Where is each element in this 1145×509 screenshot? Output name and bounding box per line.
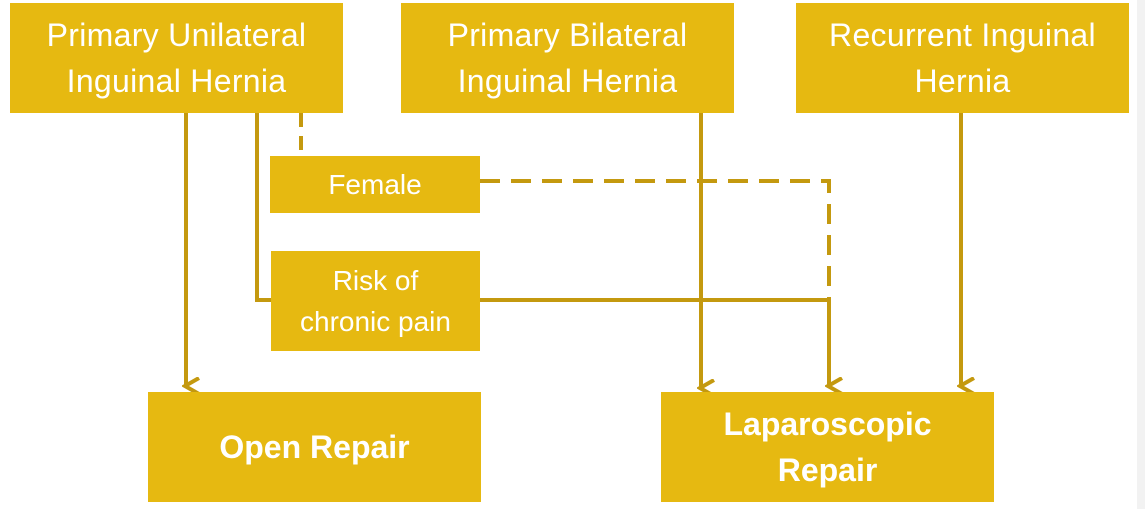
arrow-chronic-pain-to-laparoscopic [480, 298, 829, 386]
node-open-repair: Open Repair [148, 392, 481, 502]
node-primary-bilateral: Primary Bilateral Inguinal Hernia [401, 3, 734, 113]
connector-unilateral-to-chronic-pain [255, 113, 272, 302]
right-edge-strip [1137, 0, 1145, 509]
node-laparoscopic-repair: Laparoscopic Repair [661, 392, 994, 502]
node-recurrent: Recurrent Inguinal Hernia [796, 3, 1129, 113]
dashed-connector-female-to-laparoscopic [480, 179, 831, 300]
node-chronic-pain: Risk of chronic pain [271, 251, 480, 351]
node-female: Female [270, 156, 480, 213]
node-primary-unilateral: Primary Unilateral Inguinal Hernia [10, 3, 343, 113]
